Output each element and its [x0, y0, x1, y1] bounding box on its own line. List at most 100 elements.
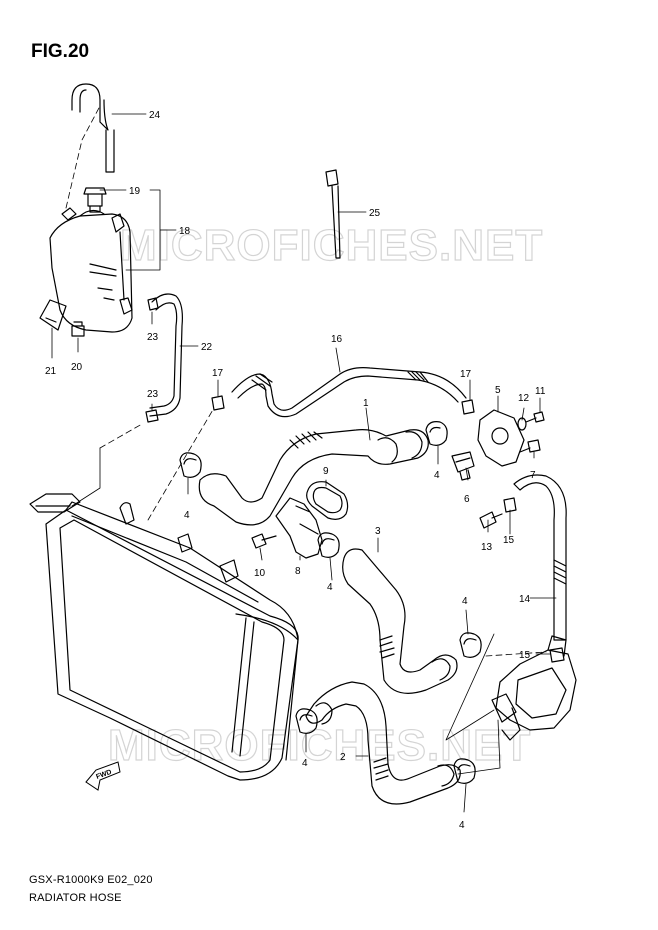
part-20-grommet	[71, 321, 85, 337]
part-1-hose-end	[377, 431, 423, 463]
part-5-thermostat-housing	[477, 409, 525, 467]
part-1-radiator-hose	[198, 429, 429, 526]
part-10-bolt	[251, 533, 277, 549]
callout-17-left: 17	[212, 368, 224, 379]
callout-12: 12	[518, 393, 530, 404]
callout-13: 13	[481, 542, 493, 553]
reference-lines	[65, 105, 547, 657]
part-18-tank-neck	[61, 207, 105, 221]
part-17-clip-right	[461, 399, 475, 415]
callout-8: 8	[295, 566, 301, 577]
water-pump-outlet	[547, 635, 567, 657]
radiator-mount-tab	[119, 502, 239, 583]
part-14-hose-coil	[553, 559, 567, 585]
part-2-hose-coil	[373, 757, 389, 781]
leader-4-pump	[465, 609, 469, 635]
callout-4-thermostat: 4	[434, 470, 440, 481]
part-4-clamp-thermostat	[425, 421, 448, 446]
callout-4-inlet: 4	[327, 582, 333, 593]
callout-18: 18	[179, 226, 191, 237]
part-8-inlet-pipe	[275, 497, 323, 559]
part-3-hose-end	[431, 658, 451, 681]
radiator-side-tank	[231, 613, 299, 761]
callout-24: 24	[149, 110, 161, 121]
ref-line-clip	[147, 407, 215, 521]
part-6-thermostat	[451, 451, 475, 481]
callout-15-lower: 15	[519, 650, 531, 661]
part-14-bypass-hose	[513, 474, 567, 641]
part-4-clamp-hose2-left	[295, 708, 318, 734]
callout-20: 20	[71, 362, 83, 373]
callout-25: 25	[369, 208, 381, 219]
part-18-tank-detail	[89, 231, 125, 301]
callout-16: 16	[331, 334, 343, 345]
callout-23-upper: 23	[147, 332, 159, 343]
part-2-lower-hose	[305, 681, 461, 805]
callout-7: 7	[530, 470, 536, 481]
fwd-arrow-icon: FWD	[85, 761, 121, 791]
ref-line-pump	[485, 651, 547, 657]
ref-line-cap	[71, 447, 101, 507]
water-pump-inlet	[491, 693, 521, 741]
callout-19: 19	[129, 186, 141, 197]
part-23-clip-lower	[145, 409, 159, 423]
part-7-bolt	[519, 439, 541, 453]
callout-1: 1	[363, 398, 369, 409]
part-4-clamp-inlet	[317, 532, 340, 558]
callout-numbers: 24 19 18 25 23 22 16 21 20 17 17 5 23 11…	[45, 110, 546, 831]
reference-solid-lines	[71, 447, 501, 775]
leader-18	[125, 189, 177, 271]
part-3-hose-coil	[379, 635, 395, 659]
ref-line-overflow	[99, 423, 143, 449]
part-18-reservoir-tank	[49, 213, 133, 333]
callout-11: 11	[535, 386, 546, 397]
callout-10: 10	[254, 568, 266, 579]
part-22-overflow-hose	[149, 293, 183, 417]
radiator-core	[45, 509, 299, 781]
part-3-lower-hose	[342, 548, 458, 694]
callout-4-hose2-right: 4	[459, 820, 465, 831]
callout-9: 9	[323, 466, 329, 477]
part-4-clamp-hose2-right	[453, 758, 476, 784]
part-24-hose-lower	[105, 129, 115, 173]
ref-line-pump-inlet	[445, 633, 495, 741]
part-1-hose-coil	[289, 431, 323, 449]
leader-6	[465, 467, 469, 481]
callout-4-hose1: 4	[184, 510, 190, 521]
part-12-o-ring	[517, 417, 527, 431]
callout-22: 22	[201, 342, 213, 353]
leader-4-inlet	[329, 557, 333, 581]
part-16-hose-coil	[251, 371, 429, 391]
part-11-bolt	[525, 411, 545, 423]
ref-line-breather	[65, 105, 101, 209]
figure-title: FIG.20	[31, 41, 90, 62]
figure-description: RADIATOR HOSE	[29, 892, 122, 904]
part-16-upper-hose	[231, 367, 467, 418]
callout-4-pump: 4	[462, 596, 468, 607]
leader-lines	[51, 113, 557, 813]
callout-5: 5	[495, 385, 501, 396]
part-13-bolt	[479, 511, 503, 529]
leader-10	[259, 547, 263, 561]
watermark-top: MICROFICHES.NET	[120, 221, 543, 270]
callout-14: 14	[519, 594, 531, 605]
water-pump	[495, 649, 577, 731]
part-4-clamp-pump-upper	[459, 632, 482, 658]
callout-6: 6	[464, 494, 470, 505]
leader-1	[365, 407, 371, 441]
radiator-top-tank	[65, 501, 299, 641]
callout-2: 2	[340, 752, 346, 763]
callout-23-lower: 23	[147, 389, 159, 400]
callout-21: 21	[45, 366, 57, 377]
leader-4-hose2-right	[463, 783, 467, 813]
radiator-inner	[59, 519, 285, 773]
part-4-clamp-hose1	[179, 452, 202, 478]
callout-4-hose2-left: 4	[302, 758, 308, 769]
part-18-bracket	[111, 213, 133, 315]
leader-12	[521, 407, 525, 421]
part-2-hose-end	[315, 702, 455, 787]
part-15-clip-upper	[503, 497, 517, 513]
part-23-clip-upper	[147, 297, 159, 311]
part-24-breather-hose	[71, 83, 109, 131]
callout-15-upper: 15	[503, 535, 515, 546]
